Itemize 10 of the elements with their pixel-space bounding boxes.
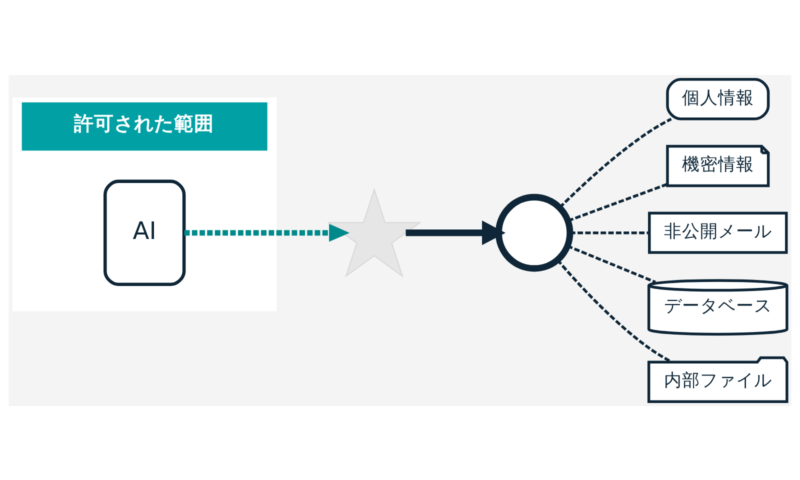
- node-circle: [495, 193, 574, 272]
- node-box: 個人情報: [666, 78, 770, 120]
- connector: [556, 258, 672, 363]
- connector: [558, 117, 672, 208]
- arrow: [184, 223, 350, 242]
- connector: [566, 244, 656, 283]
- connector: [568, 182, 668, 222]
- node-box: AI: [103, 179, 186, 286]
- node-box: 非公開メール: [648, 211, 788, 254]
- arrow: [406, 220, 506, 245]
